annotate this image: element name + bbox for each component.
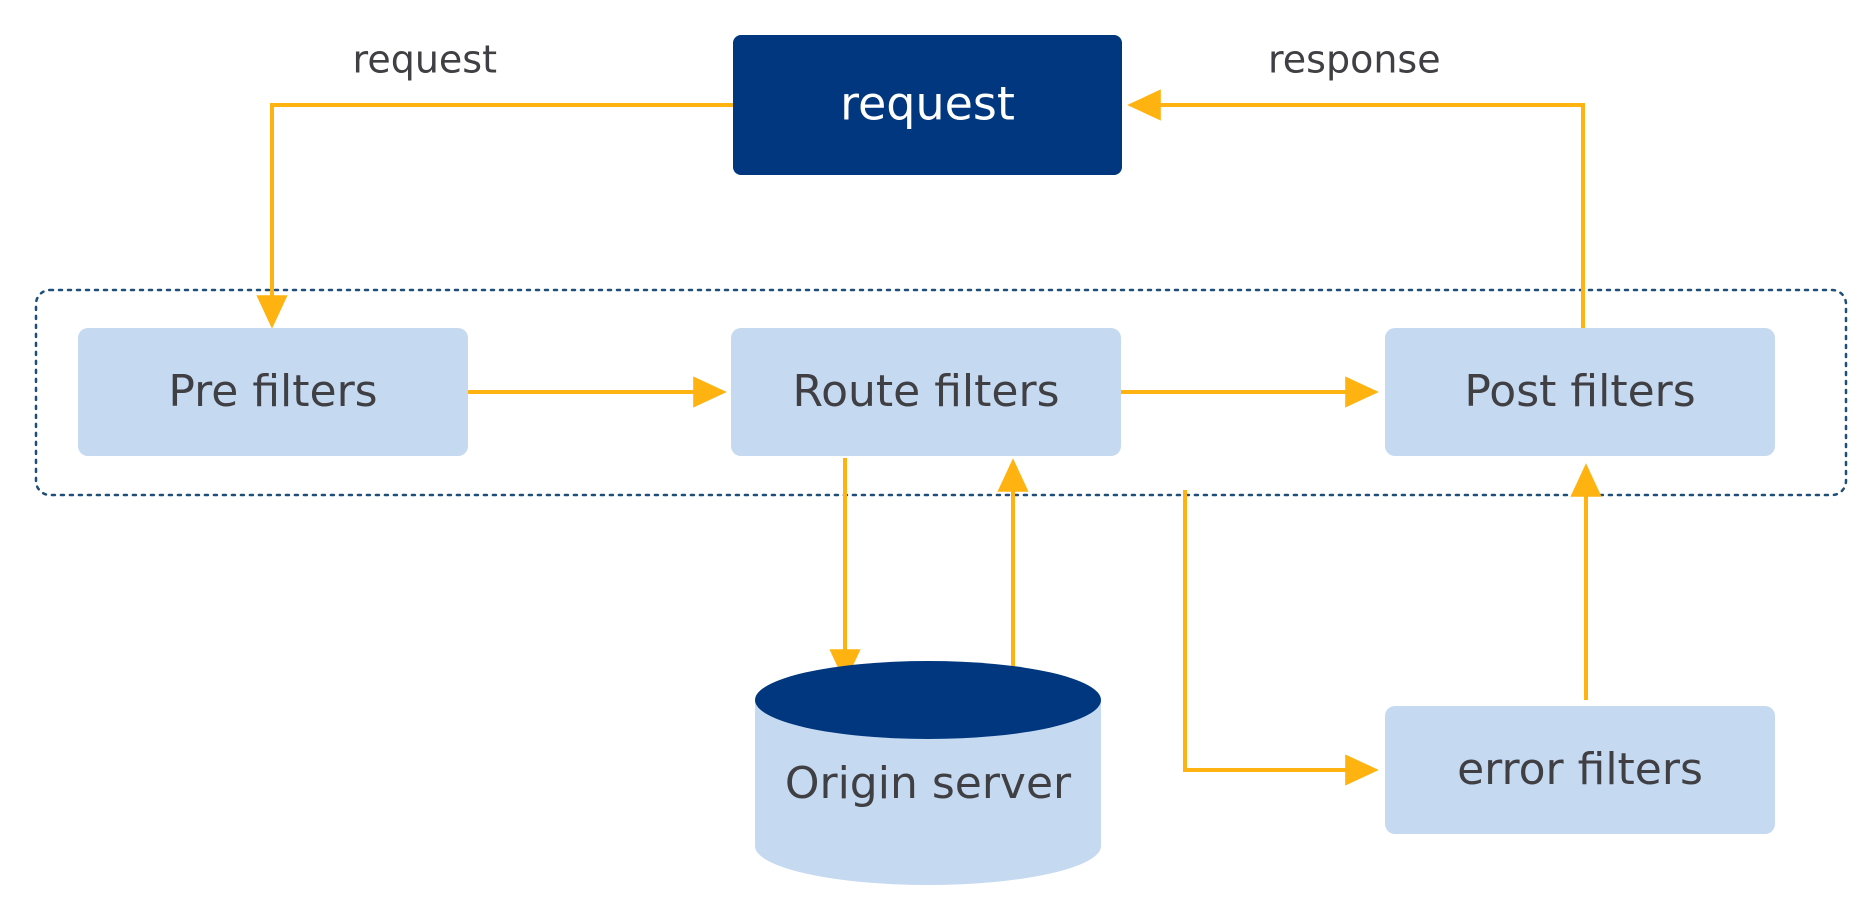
node-request[interactable]: request (733, 35, 1122, 175)
node-post-filters[interactable]: Post filters (1385, 328, 1775, 456)
node-request-label: request (840, 77, 1015, 131)
node-pre-filters[interactable]: Pre filters (78, 328, 468, 456)
edge-route-to-error-filters (1183, 490, 1379, 786)
node-route-filters-label: Route filters (793, 366, 1060, 417)
edge-label-response: response (1268, 38, 1441, 82)
filter-pipeline-group-border (34, 288, 1848, 497)
node-pre-filters-label: Pre filters (168, 366, 377, 417)
edge-request-to-pre-filters (256, 103, 733, 329)
edge-post-filters-to-request (1127, 89, 1585, 330)
edge-label-request: request (353, 38, 497, 82)
node-route-filters[interactable]: Route filters (731, 328, 1121, 456)
node-origin-server[interactable]: Origin server (755, 661, 1101, 885)
node-error-filters-label: error filters (1457, 744, 1703, 795)
node-error-filters[interactable]: error filters (1385, 706, 1775, 834)
node-post-filters-label: Post filters (1464, 366, 1695, 417)
node-origin-server-label: Origin server (785, 758, 1072, 809)
